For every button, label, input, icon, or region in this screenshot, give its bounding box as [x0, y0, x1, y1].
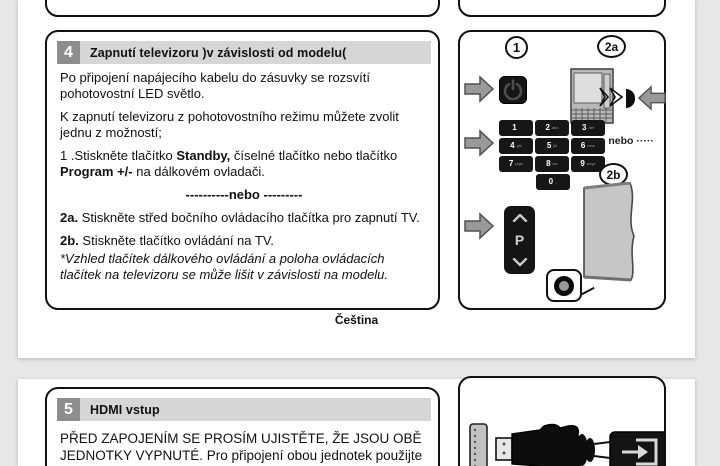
- section4-number-badge: 4: [57, 41, 80, 64]
- source-input-icon: [622, 438, 658, 466]
- power-icon: [503, 79, 523, 101]
- section5-title: HDMI vstup: [90, 402, 160, 417]
- callout-connector-line: [581, 286, 595, 296]
- step2a-label: 2a.: [60, 210, 79, 225]
- paragraph-standby-options: K zapnutí televizoru z pohotovostního re…: [60, 109, 399, 140]
- callout-label-2a: 2a: [597, 35, 626, 58]
- double-chevron-icon: [599, 87, 624, 107]
- right-arrow-icon: [464, 129, 494, 157]
- step2b-text: Stiskněte tlačítko ovládání na TV.: [78, 233, 274, 248]
- paragraph-step2a: 2a. Stiskněte střed bočního ovládacího t…: [60, 210, 428, 226]
- nebo-separator: ----------nebo ---------: [185, 187, 303, 202]
- section5-illustration-panel: [458, 376, 666, 466]
- paragraph-step2b: 2b. Stiskněte tlačítko ovládání na TV.: [60, 233, 428, 249]
- callout-label-2b: 2b: [599, 163, 628, 186]
- right-arrow-icon: [464, 75, 494, 103]
- program-rocker-key: P: [504, 206, 535, 274]
- hdmi-instructions: PŘED ZAPOJENÍM SE PROSÍM UJISTĚTE, ŽE JS…: [60, 431, 423, 466]
- callout-label-1: 1: [505, 36, 528, 59]
- chevron-up-icon: [512, 213, 527, 222]
- model-variation-note: *Vzhled tlačítek dálkového ovládání a po…: [60, 251, 389, 282]
- section4-title: Zapnutí televizoru )v závislosti od mode…: [90, 45, 347, 60]
- paragraph-step1: 1 .Stiskněte tlačítko Standby, číselné t…: [60, 148, 428, 180]
- standby-key: [499, 76, 527, 104]
- tv-edge-illustration: [583, 182, 635, 282]
- program-keyword: Program +/-: [60, 164, 133, 179]
- keypad-row: 0_: [499, 174, 607, 190]
- key-1: 1.: [499, 120, 533, 136]
- section5-header: 5 HDMI vstup: [57, 398, 431, 421]
- program-key-label: P: [514, 232, 525, 248]
- control-button-callout: [546, 269, 582, 302]
- hdmi-port: [469, 423, 488, 466]
- chevron-down-icon: [512, 258, 527, 267]
- hdmi-connection-illustration: [469, 423, 664, 466]
- step1-text-end: na dálkovém ovladači.: [132, 164, 265, 179]
- right-arrow-icon: [464, 212, 494, 240]
- step2a-text: Stiskněte střed bočního ovládacího tlačí…: [78, 210, 420, 225]
- language-footer: Čeština: [334, 313, 379, 327]
- nebo-dotted-label: ······· nebo ·····: [581, 135, 654, 147]
- section4-header: 4 Zapnutí televizoru )v závislosti od mo…: [57, 41, 431, 64]
- section4-illustration-panel: 1 2a: [458, 30, 666, 310]
- top-partial-box-left: [45, 0, 440, 17]
- key-0: 0_: [536, 174, 570, 190]
- top-partial-box-right: [458, 0, 666, 17]
- control-button-icon: [554, 275, 574, 296]
- side-joystick-knob: [626, 89, 635, 108]
- manual-page-2: 5 HDMI vstup PŘED ZAPOJENÍM SE PROSÍM UJ…: [18, 376, 695, 466]
- section4-body: Po připojení napájecího kabelu do zásuvk…: [60, 70, 428, 290]
- step1-text-mid: číselné tlačítko nebo tlačítko: [230, 148, 398, 163]
- paragraph-power-led: Po připojení napájecího kabelu do zásuvk…: [60, 70, 371, 101]
- manual-page-1: 4 Zapnutí televizoru )v závislosti od mo…: [18, 0, 695, 358]
- left-arrow-icon: [638, 85, 666, 111]
- step1-text: 1 .Stiskněte tlačítko: [60, 148, 177, 163]
- step2b-label: 2b.: [60, 233, 79, 248]
- section5-box: 5 HDMI vstup PŘED ZAPOJENÍM SE PROSÍM UJ…: [45, 387, 440, 466]
- section5-number-badge: 5: [57, 398, 80, 421]
- section5-body: PŘED ZAPOJENÍM SE PROSÍM UJISTĚTE, ŽE JS…: [60, 430, 428, 466]
- standby-keyword: Standby,: [176, 148, 231, 163]
- section4-box: 4 Zapnutí televizoru )v závislosti od mo…: [45, 30, 440, 310]
